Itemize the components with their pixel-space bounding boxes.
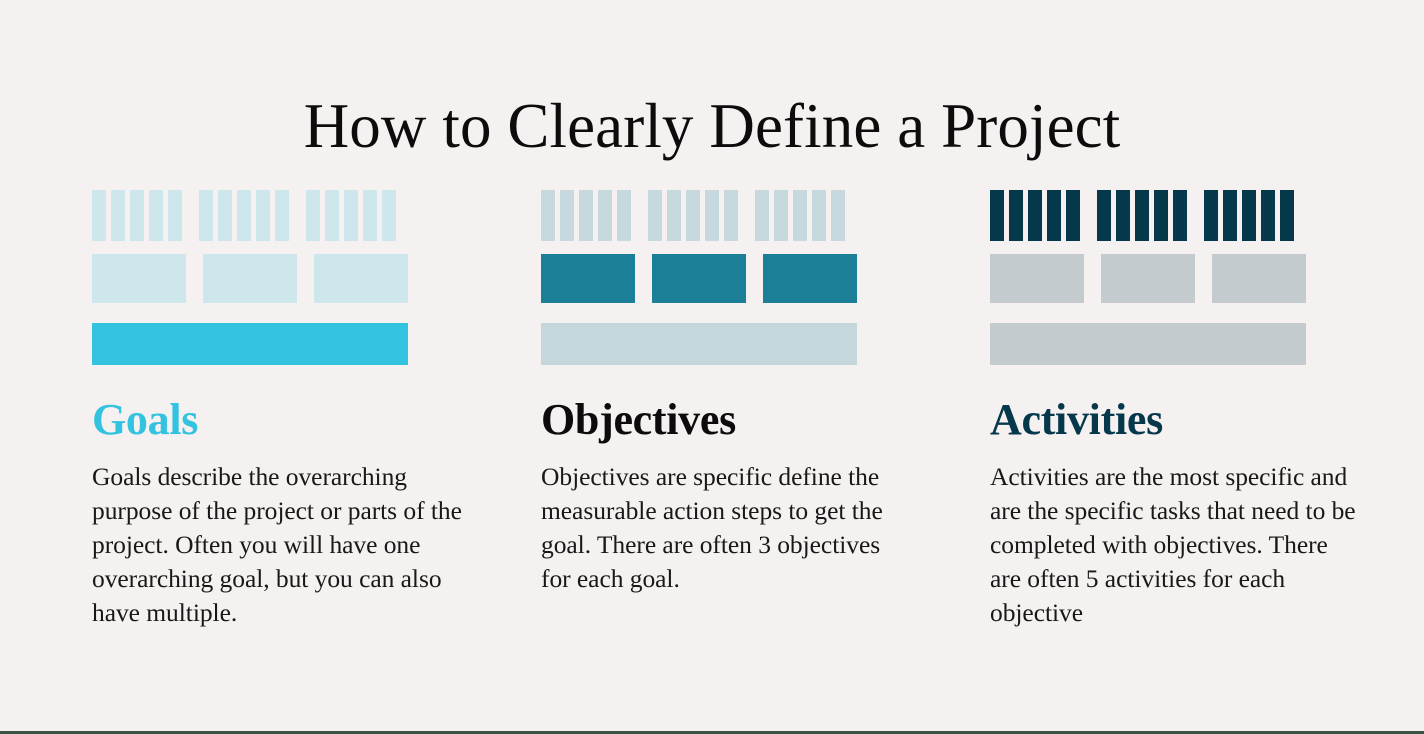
thin-bar	[724, 190, 738, 241]
thin-bar	[1154, 190, 1168, 241]
wide-bar-row	[92, 323, 408, 365]
thin-bar	[667, 190, 681, 241]
thin-bar	[111, 190, 125, 241]
thin-bar	[256, 190, 270, 241]
thin-bar	[1066, 190, 1080, 241]
thin-bar	[560, 190, 574, 241]
thin-bar	[168, 190, 182, 241]
thin-bar-group	[990, 190, 1080, 241]
thin-bar	[617, 190, 631, 241]
thin-bar	[130, 190, 144, 241]
thin-bar-group	[541, 190, 631, 241]
thin-bar-row	[541, 190, 857, 241]
column-body-text: Goals describe the overarching purpose o…	[92, 462, 462, 628]
column-body-text: Objectives are specific define the measu…	[541, 462, 883, 594]
wide-bar	[92, 323, 408, 365]
thin-bar	[774, 190, 788, 241]
thin-bar	[1028, 190, 1042, 241]
thin-bar	[990, 190, 1004, 241]
thin-bar	[1280, 190, 1294, 241]
thin-bar-group	[199, 190, 289, 241]
thin-bar-group	[92, 190, 182, 241]
thin-bar	[218, 190, 232, 241]
thin-bar	[705, 190, 719, 241]
thin-bar	[1204, 190, 1218, 241]
mid-block-row	[541, 254, 857, 303]
thin-bar	[812, 190, 826, 241]
wide-bar	[541, 323, 857, 365]
thin-bar-group	[648, 190, 738, 241]
wide-bar	[990, 323, 1306, 365]
column-goals: Goals Goals describe the overarching pur…	[0, 190, 462, 630]
column-body-text: Activities are the most specific and are…	[990, 462, 1356, 628]
thin-bar	[598, 190, 612, 241]
thin-bar	[793, 190, 807, 241]
thin-bar	[382, 190, 396, 241]
thin-bar-group	[1097, 190, 1187, 241]
thin-bar	[199, 190, 213, 241]
mid-block	[1212, 254, 1306, 303]
mid-block	[541, 254, 635, 303]
column-heading: Goals	[92, 395, 199, 444]
mid-block	[1101, 254, 1195, 303]
wide-bar-row	[990, 323, 1306, 365]
mid-block	[92, 254, 186, 303]
thin-bar-group	[755, 190, 845, 241]
thin-bar	[686, 190, 700, 241]
thin-bar	[648, 190, 662, 241]
thin-bar	[579, 190, 593, 241]
thin-bar	[1097, 190, 1111, 241]
thin-bar	[541, 190, 555, 241]
mid-block	[203, 254, 297, 303]
wide-bar-row	[541, 323, 857, 365]
thin-bar	[1135, 190, 1149, 241]
column-activities: Activities Activities are the most speci…	[896, 190, 1356, 630]
thin-bar	[325, 190, 339, 241]
bar-graphic-objectives	[541, 190, 857, 365]
bar-graphic-activities	[990, 190, 1306, 365]
mid-block-row	[990, 254, 1306, 303]
thin-bar-row	[990, 190, 1306, 241]
thin-bar	[831, 190, 845, 241]
thin-bar	[306, 190, 320, 241]
mid-block	[652, 254, 746, 303]
thin-bar	[1261, 190, 1275, 241]
thin-bar	[344, 190, 358, 241]
thin-bar	[1223, 190, 1237, 241]
thin-bar	[363, 190, 377, 241]
bar-graphic-goals	[92, 190, 408, 365]
thin-bar	[1242, 190, 1256, 241]
thin-bar	[149, 190, 163, 241]
thin-bar	[1047, 190, 1061, 241]
mid-block	[990, 254, 1084, 303]
thin-bar	[1009, 190, 1023, 241]
thin-bar	[92, 190, 106, 241]
thin-bar	[1173, 190, 1187, 241]
column-heading: Objectives	[541, 395, 736, 444]
page-title: How to Clearly Define a Project	[303, 91, 1121, 162]
thin-bar-row	[92, 190, 408, 241]
column-objectives: Objectives Objectives are specific defin…	[448, 190, 896, 630]
column-heading: Activities	[990, 395, 1163, 444]
thin-bar	[1116, 190, 1130, 241]
thin-bar-group	[306, 190, 396, 241]
mid-block-row	[92, 254, 408, 303]
thin-bar	[275, 190, 289, 241]
thin-bar	[755, 190, 769, 241]
mid-block	[763, 254, 857, 303]
thin-bar	[237, 190, 251, 241]
column-container: Goals Goals describe the overarching pur…	[0, 190, 1424, 630]
thin-bar-group	[1204, 190, 1294, 241]
mid-block	[314, 254, 408, 303]
